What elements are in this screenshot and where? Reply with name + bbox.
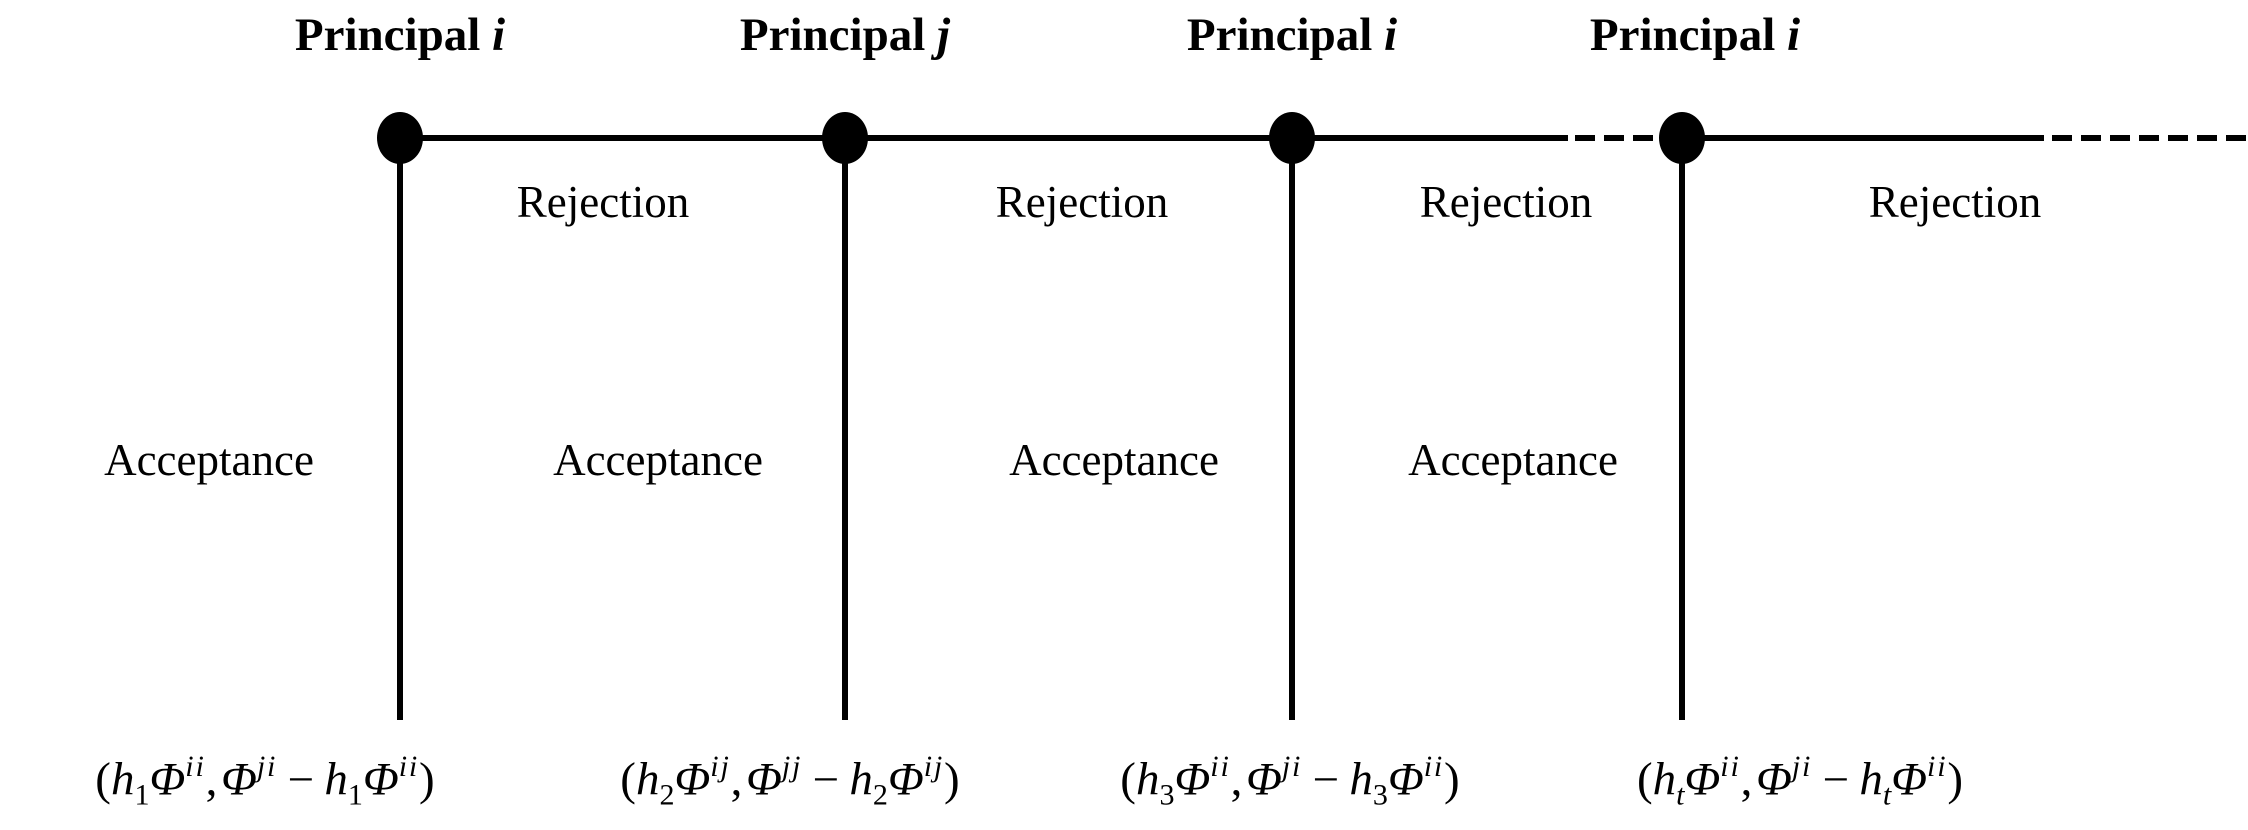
branch-line-vertical-3 xyxy=(1289,140,1295,720)
branch-line-vertical-2 xyxy=(842,140,848,720)
timeline-solid-segment-2 xyxy=(1682,135,2044,141)
decision-node-1 xyxy=(377,112,423,164)
timeline-dashed-segment-2 xyxy=(2052,135,2248,141)
principal-name-text: Principal xyxy=(1589,9,1788,61)
principal-label-4: Principal i xyxy=(1589,9,1801,62)
acceptance-label-2: Acceptance xyxy=(553,435,763,485)
payoff-expression-2: (h2Φij,Φjj−h2Φij) xyxy=(620,749,960,812)
payoff-expression-3: (h3Φii,Φji−h3Φii) xyxy=(1120,749,1460,812)
payoff-expression-1: (h1Φii,Φji−h1Φii) xyxy=(95,749,435,812)
decision-node-3 xyxy=(1269,112,1315,164)
principal-symbol: j xyxy=(937,9,951,61)
payoff-expression-4: (htΦii,Φji−htΦii) xyxy=(1636,749,1964,812)
decision-node-4 xyxy=(1659,112,1705,164)
timeline-solid-segment-1 xyxy=(400,135,1568,141)
principal-label-2: Principal j xyxy=(739,9,951,62)
principal-name-text: Principal xyxy=(1186,9,1385,61)
branch-line-vertical-1 xyxy=(397,140,403,720)
decision-node-2 xyxy=(822,112,868,164)
principal-symbol: i xyxy=(492,9,506,61)
principal-symbol: i xyxy=(1787,9,1801,61)
timeline-dashed-segment-1 xyxy=(1575,135,1667,141)
acceptance-label-4: Acceptance xyxy=(1408,435,1618,485)
acceptance-label-3: Acceptance xyxy=(1009,435,1219,485)
principal-symbol: i xyxy=(1384,9,1398,61)
principal-name-text: Principal xyxy=(739,9,938,61)
rejection-label-4: Rejection xyxy=(1868,177,2042,227)
rejection-label-2: Rejection xyxy=(995,177,1169,227)
acceptance-label-1: Acceptance xyxy=(104,435,314,485)
rejection-label-3: Rejection xyxy=(1419,177,1593,227)
principal-label-3: Principal i xyxy=(1186,9,1398,62)
rejection-label-1: Rejection xyxy=(516,177,690,227)
branch-line-vertical-4 xyxy=(1679,140,1685,720)
principal-name-text: Principal xyxy=(294,9,493,61)
principal-label-1: Principal i xyxy=(294,9,506,62)
